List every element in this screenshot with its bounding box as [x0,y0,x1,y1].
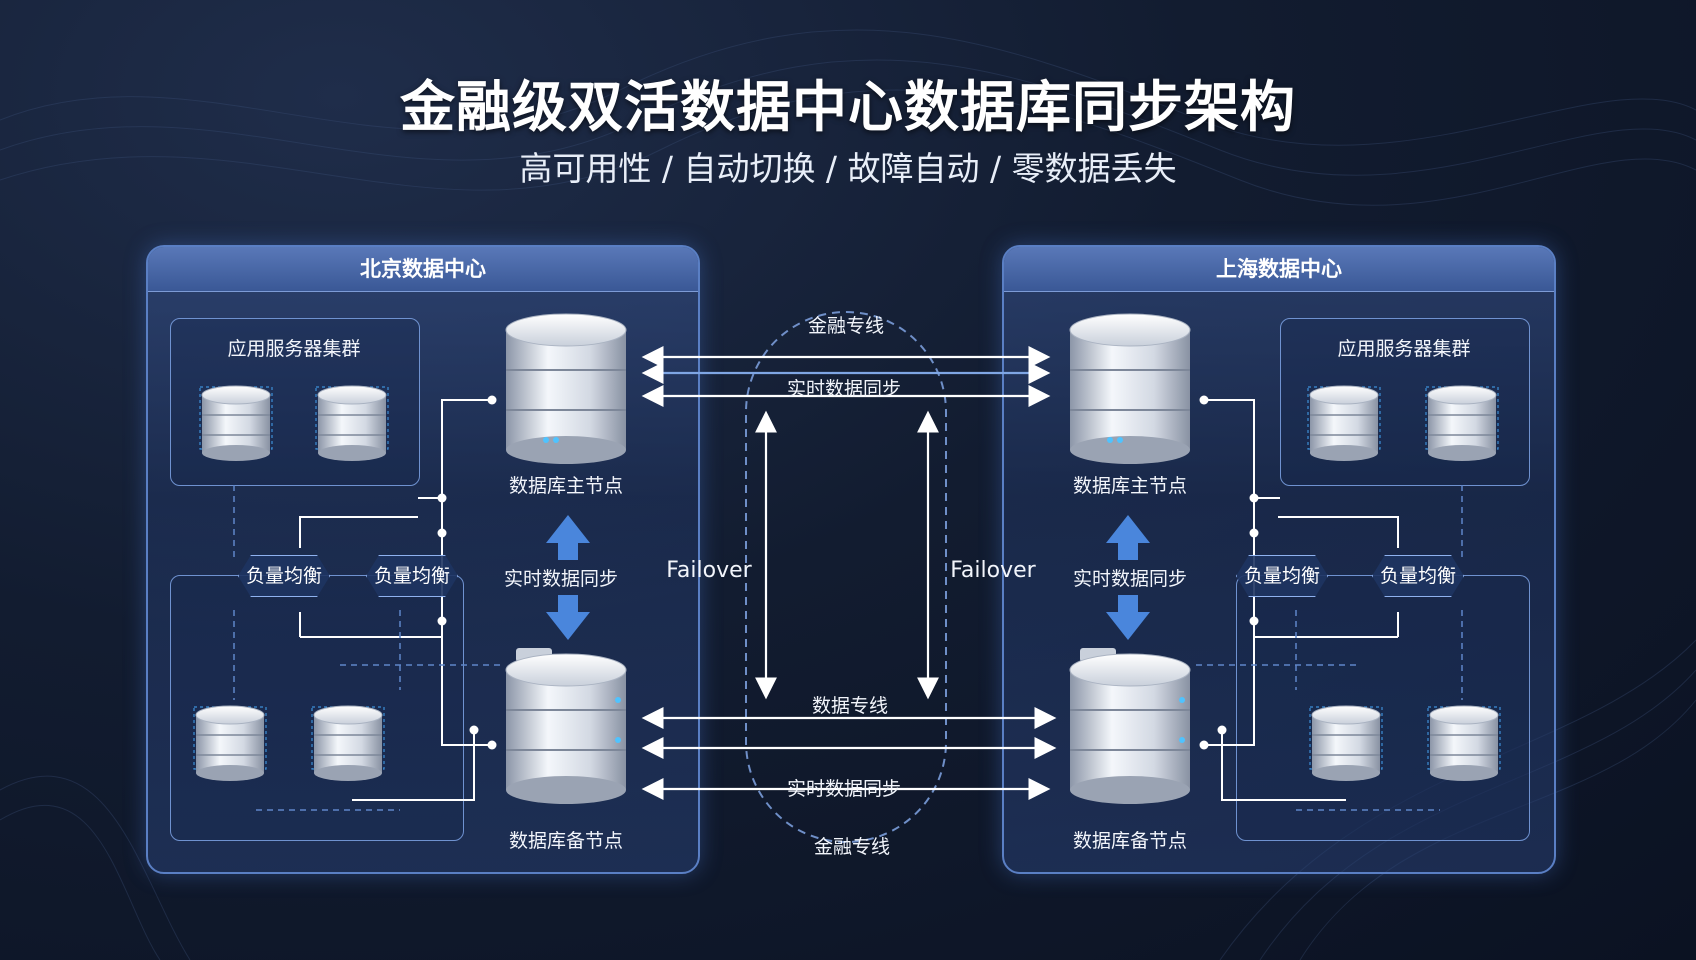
bottom-dedicated-line-label: 金融专线 [813,836,891,858]
right-standby-db-label: 数据库备节点 [1072,830,1188,852]
left-primary-db-label: 数据库主节点 [508,475,624,497]
left-standby-db-label: 数据库备节点 [508,830,624,852]
right-load-balancer-2: 负量均衡 [1372,555,1464,597]
right-primary-db-label: 数据库主节点 [1072,475,1188,497]
right-app-cluster-label: 应用服务器集群 [1337,338,1471,360]
left-app-cluster-label: 应用服务器集群 [227,338,361,360]
top-dedicated-line-label: 金融专线 [807,315,885,337]
top-sync-label: 实时数据同步 [786,378,902,400]
right-load-balancer-1: 负量均衡 [1236,555,1328,597]
bottom-sync-label: 实时数据同步 [786,778,902,800]
page-title: 金融级双活数据中心数据库同步架构 [399,75,1296,139]
bottom-data-line-label: 数据专线 [811,695,889,717]
right-sync-label: 实时数据同步 [1072,568,1188,590]
failover-left-label: Failover [666,558,752,583]
shanghai-datacenter-title: 上海数据中心 [1004,247,1554,292]
page-subtitle: 高可用性 / 自动切换 / 故障自动 / 零数据丢失 [519,149,1177,188]
left-load-balancer-2: 负量均衡 [366,555,458,597]
left-load-balancer-1: 负量均衡 [238,555,330,597]
right-bottom-cluster-box [1236,575,1530,841]
left-sync-label: 实时数据同步 [503,568,619,590]
failover-right-label: Failover [950,558,1036,583]
beijing-datacenter-title: 北京数据中心 [148,247,698,292]
left-bottom-cluster-box [170,575,464,841]
